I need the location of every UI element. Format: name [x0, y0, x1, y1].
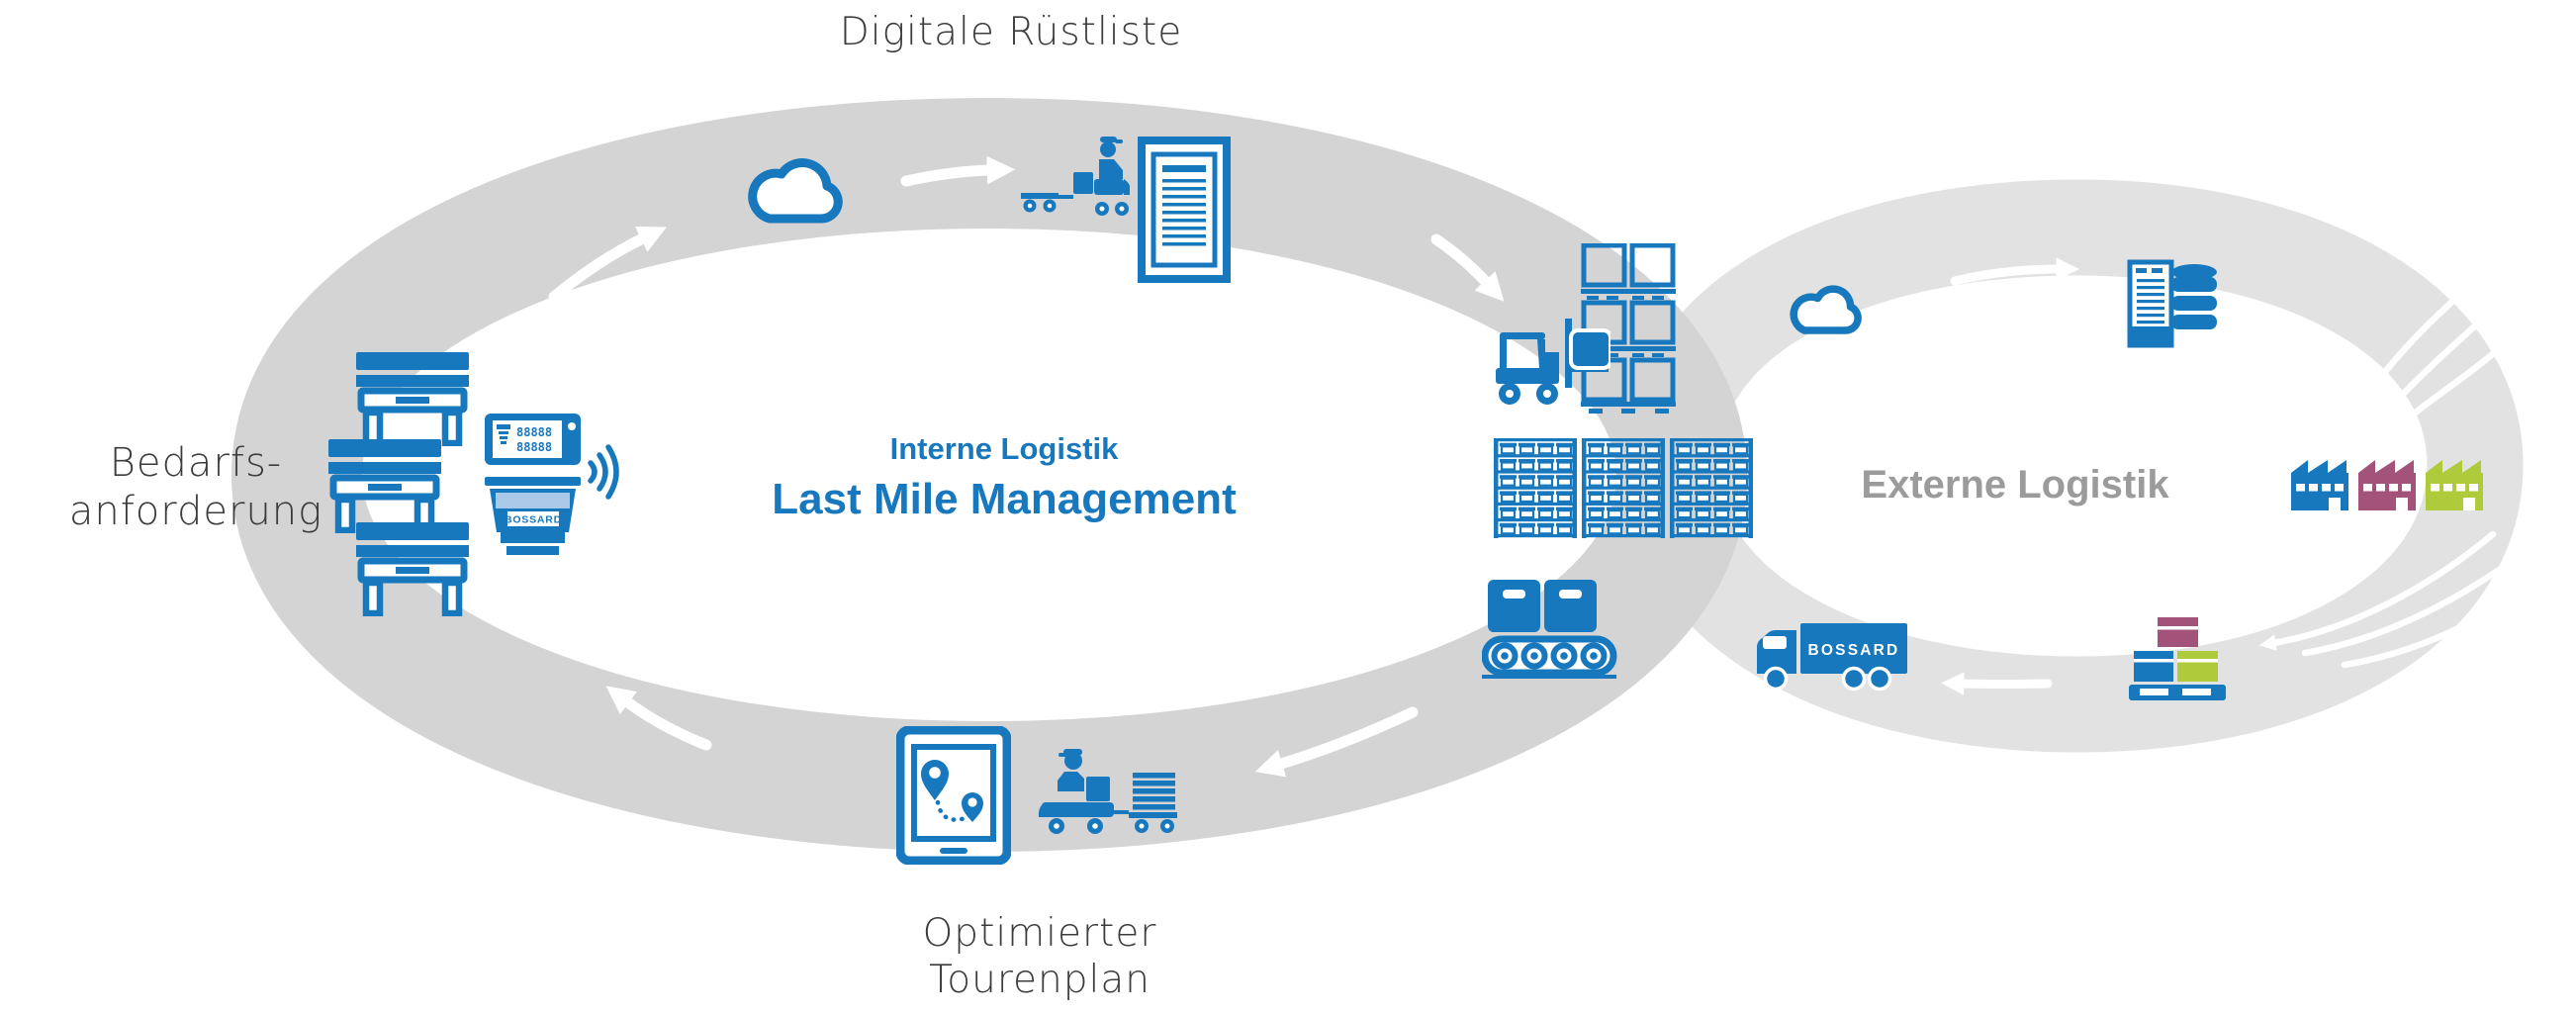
smartbin-display-icon: 88888 88888 — [485, 414, 581, 465]
pallet-boxes-icon — [2129, 617, 2226, 700]
flow-arrow-icon — [548, 155, 2522, 778]
label-optimierter-tourenplan-line1: Optimierter — [922, 911, 1157, 956]
smartbin-label: BOSSARD — [505, 514, 562, 526]
bin-shelving-icon — [1494, 438, 1753, 541]
smartbin-display-digits: 88888 — [516, 425, 552, 439]
route-tablet-icon — [896, 726, 1011, 865]
smartbin-icon: BOSSARD — [485, 477, 581, 555]
label-last-mile-management: Last Mile Management — [772, 475, 1237, 523]
conveyor-icon — [1482, 580, 1617, 679]
cloud-icon — [748, 158, 843, 224]
label-optimierter-tourenplan: Optimierter Tourenplan — [841, 910, 1239, 1003]
label-bedarfsanforderung-line1: Bedarfs- — [109, 440, 283, 486]
bossard-truck-icon: BOSSARD — [1757, 623, 1907, 692]
tugger-train-trailer-icon — [1038, 749, 1177, 834]
label-externe-logistik: Externe Logistik — [1861, 463, 2169, 507]
workbench-icon — [356, 522, 470, 616]
truck-label: BOSSARD — [1808, 642, 1900, 659]
screw-icon — [497, 424, 510, 444]
cloud-small-icon — [1790, 285, 1862, 334]
label-optimierter-tourenplan-line2: Tourenplan — [929, 958, 1150, 1002]
tugger-train-icon — [1021, 137, 1130, 216]
label-internal-loop-title: Interne Logistik Last Mile Management — [707, 431, 1301, 524]
label-interne-logistik: Interne Logistik — [889, 431, 1119, 466]
map-pin-icon — [921, 760, 949, 800]
internal-loop-band — [230, 97, 1748, 853]
wireless-signal-icon — [588, 444, 619, 500]
factory-green — [2426, 460, 2483, 510]
label-bedarfsanforderung-line2: anforderung — [68, 489, 323, 534]
forklift-icon — [1496, 319, 1610, 405]
factory-blue — [2291, 460, 2348, 510]
factory-purple — [2358, 460, 2416, 510]
map-pin-icon — [962, 792, 983, 822]
server-database-icon — [2127, 259, 2217, 348]
label-bedarfsanforderung: Bedarfs- anforderung — [0, 439, 392, 536]
setup-list-document-icon — [1138, 137, 1231, 283]
smartbin-display-digits: 88888 — [516, 440, 552, 454]
label-digitale-ruestliste: Digitale Rüstliste — [839, 10, 1183, 54]
workbench-icon — [356, 352, 470, 446]
factory-icon — [2291, 460, 2483, 510]
